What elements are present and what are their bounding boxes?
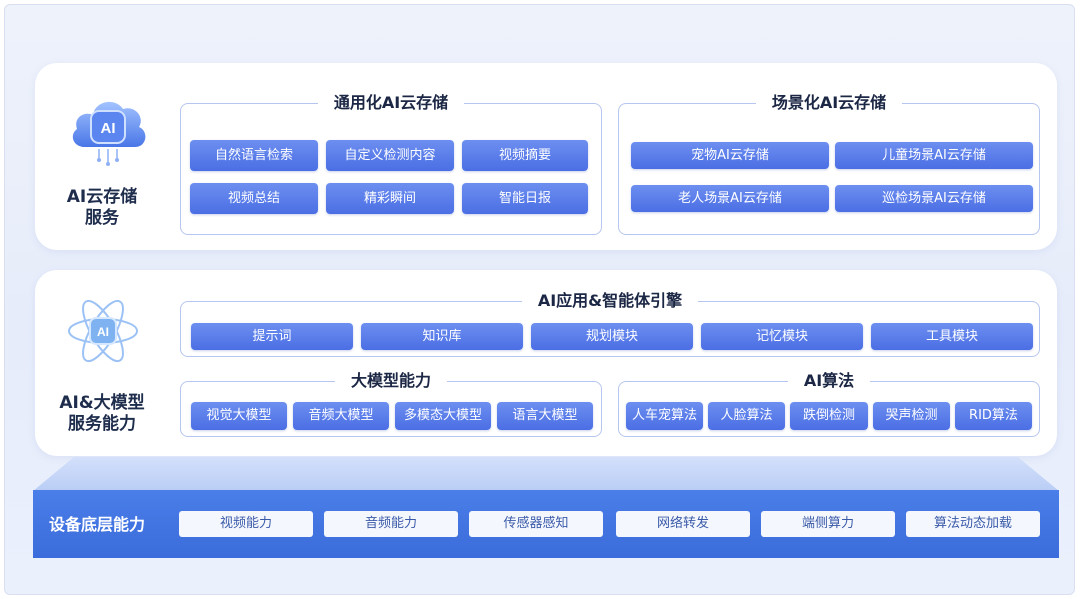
chip-device-3[interactable]: 网络转发 bbox=[616, 511, 750, 537]
chip-llm-1[interactable]: 音频大模型 bbox=[293, 402, 389, 430]
chip-algo-2[interactable]: 跌倒检测 bbox=[790, 402, 868, 430]
chip-scenario-2[interactable]: 老人场景AI云存储 bbox=[631, 185, 829, 212]
svg-text:AI: AI bbox=[97, 325, 109, 339]
ai-model-label-line1: AI&大模型 bbox=[59, 393, 145, 413]
algo-title: AI算法 bbox=[787, 370, 871, 392]
chip-general-5[interactable]: 智能日报 bbox=[462, 183, 588, 214]
ai-storage-label-line1: AI云存储 bbox=[66, 187, 138, 207]
device-label: 设备底层能力 bbox=[49, 515, 146, 534]
chip-scenario-1[interactable]: 儿童场景AI云存储 bbox=[835, 142, 1033, 169]
engine-title: AI应用&智能体引擎 bbox=[521, 290, 699, 312]
chip-general-0[interactable]: 自然语言检索 bbox=[190, 140, 318, 171]
svg-text:AI: AI bbox=[101, 120, 116, 137]
chip-device-0[interactable]: 视频能力 bbox=[179, 511, 313, 537]
chip-llm-2[interactable]: 多模态大模型 bbox=[395, 402, 491, 430]
architecture-diagram: AI AI云存储 服务 通用化AI云存储 自然语言检索 自定义检测内容 视频摘要… bbox=[4, 4, 1075, 595]
base-layer-top bbox=[33, 457, 1059, 491]
ai-storage-label: AI云存储 服务 bbox=[41, 187, 163, 229]
ai-model-label: AI&大模型 服务能力 bbox=[41, 393, 163, 435]
chip-engine-3[interactable]: 记忆模块 bbox=[701, 323, 863, 350]
general-storage-title: 通用化AI云存储 bbox=[317, 92, 465, 114]
chip-general-4[interactable]: 精彩瞬间 bbox=[326, 183, 454, 214]
chip-device-5[interactable]: 算法动态加载 bbox=[906, 511, 1040, 537]
chip-llm-3[interactable]: 语言大模型 bbox=[497, 402, 593, 430]
chip-engine-2[interactable]: 规划模块 bbox=[531, 323, 693, 350]
chip-general-3[interactable]: 视频总结 bbox=[190, 183, 318, 214]
chip-algo-1[interactable]: 人脸算法 bbox=[708, 402, 785, 430]
ai-model-label-line2: 服务能力 bbox=[68, 414, 136, 434]
chip-device-4[interactable]: 端侧算力 bbox=[761, 511, 895, 537]
chip-general-2[interactable]: 视频摘要 bbox=[462, 140, 588, 171]
chip-algo-3[interactable]: 哭声检测 bbox=[873, 402, 950, 430]
ai-storage-label-line2: 服务 bbox=[85, 208, 119, 228]
scenario-storage-group: 场景化AI云存储 bbox=[618, 92, 1040, 235]
llm-title: 大模型能力 bbox=[334, 370, 447, 392]
chip-algo-0[interactable]: 人车宠算法 bbox=[626, 402, 703, 430]
atom-ai-icon: AI bbox=[68, 299, 138, 363]
chip-algo-4[interactable]: RID算法 bbox=[955, 402, 1032, 430]
chip-engine-0[interactable]: 提示词 bbox=[191, 323, 353, 350]
chip-device-1[interactable]: 音频能力 bbox=[324, 511, 458, 537]
chip-device-2[interactable]: 传感器感知 bbox=[469, 511, 603, 537]
chip-engine-1[interactable]: 知识库 bbox=[361, 323, 523, 350]
chip-scenario-0[interactable]: 宠物AI云存储 bbox=[631, 142, 829, 169]
chip-llm-0[interactable]: 视觉大模型 bbox=[191, 402, 287, 430]
ai-cloud-icon: AI bbox=[72, 101, 146, 166]
chip-general-1[interactable]: 自定义检测内容 bbox=[326, 140, 454, 171]
scenario-storage-title: 场景化AI云存储 bbox=[755, 92, 903, 114]
chip-scenario-3[interactable]: 巡检场景AI云存储 bbox=[835, 185, 1033, 212]
chip-engine-4[interactable]: 工具模块 bbox=[871, 323, 1033, 350]
